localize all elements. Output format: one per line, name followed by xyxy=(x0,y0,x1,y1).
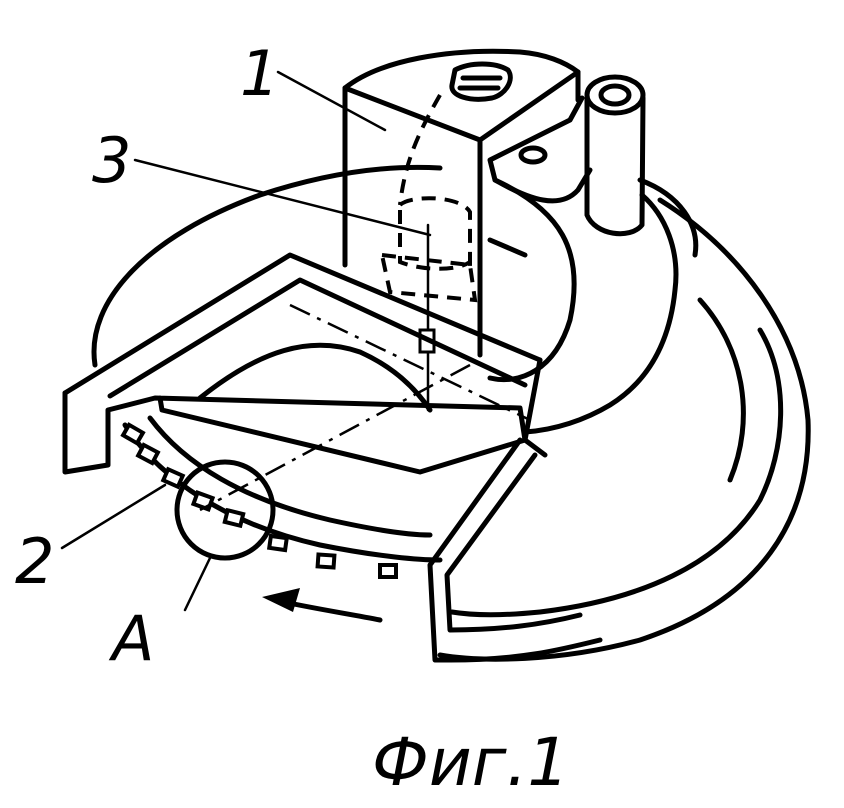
label-part-3: 3 xyxy=(92,124,131,197)
discharge-chute xyxy=(430,440,600,660)
housing-block xyxy=(345,51,578,355)
label-part-1: 1 xyxy=(240,37,279,110)
label-part-2: 2 xyxy=(15,525,54,598)
shaft xyxy=(420,225,434,410)
label-detail-a: A xyxy=(108,602,154,675)
figure-caption: Фиг.1 xyxy=(372,724,569,801)
blade-teeth xyxy=(123,425,396,577)
pivot-pillar xyxy=(490,77,696,432)
rotation-arrow xyxy=(262,588,380,620)
base-disk xyxy=(94,167,808,659)
